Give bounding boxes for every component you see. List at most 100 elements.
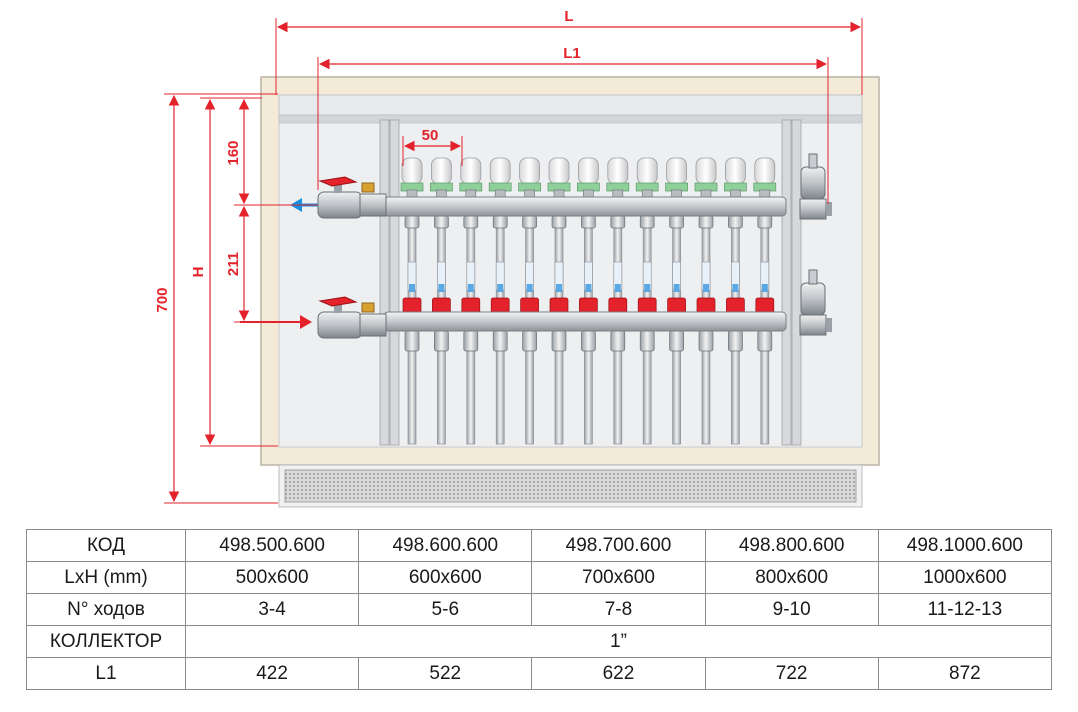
return-collector-bar bbox=[383, 311, 787, 332]
supply-outlet-fitting bbox=[669, 215, 684, 229]
flow-meter-cap bbox=[432, 297, 451, 314]
supply-outlet-fitting bbox=[757, 215, 773, 229]
supply-outlet-fitting bbox=[728, 215, 743, 229]
supply-ball-valve bbox=[317, 176, 387, 219]
dimension-L1: L1 bbox=[317, 45, 829, 204]
mounting-rail-right bbox=[781, 119, 802, 446]
table-cell: 3-4 bbox=[184, 593, 360, 626]
supply-air-vent bbox=[799, 153, 832, 220]
cabinet-ventilation-grille bbox=[284, 469, 857, 503]
flow-meter-cap bbox=[667, 297, 686, 314]
supply-outlet-fitting bbox=[492, 215, 508, 229]
table-cell: 9-10 bbox=[704, 593, 879, 626]
supply-collector-bar bbox=[383, 196, 787, 217]
dimension-H-label: H bbox=[190, 267, 207, 278]
table-cell: 422 bbox=[184, 657, 360, 690]
table-row-l1: L1 422 522 622 722 872 bbox=[26, 657, 1053, 690]
dimension-700-label: 700 bbox=[154, 287, 171, 312]
manifold-cabinet-drawing: L L1 700 H 160 211 50 bbox=[154, 8, 880, 508]
table-cell: 600x600 bbox=[358, 561, 533, 594]
dimension-160-label: 160 bbox=[225, 140, 242, 165]
flow-meter-level bbox=[438, 284, 445, 292]
cabinet-back-panel bbox=[278, 94, 863, 448]
flow-meter-level bbox=[467, 284, 474, 292]
flow-meter-cap bbox=[608, 297, 628, 314]
table-row-code: КОД 498.500.600 498.600.600 498.700.600 … bbox=[26, 529, 1053, 562]
table-cell: 1000x600 bbox=[877, 561, 1053, 594]
supply-outlet-fitting bbox=[581, 215, 596, 229]
thermal-actuator bbox=[754, 157, 776, 185]
table-row-outlets: N° ходов 3-4 5-6 7-8 9-10 11-12-13 bbox=[26, 593, 1053, 626]
flow-meter-level bbox=[614, 284, 621, 292]
thermal-actuator bbox=[430, 157, 452, 185]
thermal-actuator bbox=[725, 157, 746, 185]
flow-meter-level bbox=[673, 284, 680, 292]
return-air-vent bbox=[799, 269, 832, 336]
table-cell: 700x600 bbox=[531, 561, 706, 594]
table-cell: 498.500.600 bbox=[184, 529, 360, 562]
mounting-rail-left bbox=[379, 119, 400, 446]
table-cell: 11-12-13 bbox=[877, 593, 1053, 626]
flow-meter-cap bbox=[579, 297, 598, 314]
dimension-50-label: 50 bbox=[422, 127, 439, 144]
table-cell-label: L1 bbox=[26, 657, 186, 690]
table-cell: 500x600 bbox=[184, 561, 360, 594]
supply-outlet-fitting bbox=[610, 215, 626, 229]
thermal-actuator bbox=[636, 157, 658, 185]
supply-outlet-fitting bbox=[404, 215, 420, 229]
return-outlet-fitting bbox=[757, 330, 773, 352]
return-outlet-fitting bbox=[610, 330, 626, 352]
supply-outlet-fitting bbox=[551, 215, 567, 229]
return-outlet-fitting bbox=[492, 330, 508, 352]
table-cell: 498.700.600 bbox=[531, 529, 706, 562]
dimension-211-label: 211 bbox=[225, 252, 242, 276]
flow-meter-level bbox=[644, 284, 651, 292]
table-cell: 498.600.600 bbox=[358, 529, 533, 562]
return-outlet-fitting bbox=[639, 330, 655, 352]
supply-outlet-fitting bbox=[434, 215, 449, 229]
flow-meter-cap bbox=[696, 297, 716, 314]
return-ball-valve bbox=[317, 296, 387, 339]
dimension-H: H bbox=[190, 97, 278, 447]
return-outlet-fitting bbox=[728, 330, 743, 352]
flow-meter-level bbox=[585, 284, 592, 292]
flow-meter-level bbox=[556, 284, 562, 292]
supply-outlet-fitting bbox=[522, 215, 537, 229]
flow-meter-cap bbox=[755, 297, 775, 314]
dimension-L: L bbox=[275, 8, 863, 95]
flow-meter-cap bbox=[490, 297, 510, 314]
return-outlet-fitting bbox=[581, 330, 596, 352]
thermal-actuator bbox=[401, 157, 423, 185]
return-outlet-fitting bbox=[463, 330, 479, 352]
supply-outlet-fitting bbox=[698, 215, 714, 229]
return-outlet-fitting bbox=[404, 330, 420, 352]
table-row-collector: КОЛЛЕКТОР 1” bbox=[26, 625, 1052, 658]
table-cell: 622 bbox=[531, 657, 706, 690]
thermal-actuator bbox=[695, 157, 717, 185]
table-cell: 7-8 bbox=[531, 593, 706, 626]
flow-meter-level bbox=[703, 284, 709, 292]
flow-meter-level bbox=[497, 284, 504, 292]
dimension-L-label: L bbox=[564, 8, 573, 25]
supply-outlet-fitting bbox=[463, 215, 479, 229]
flow-meter-cap bbox=[461, 297, 481, 314]
thermal-actuator bbox=[578, 157, 599, 185]
table-cell-label: N° ходов bbox=[26, 593, 186, 626]
flow-meter-cap bbox=[549, 297, 569, 314]
supply-outlet-fitting bbox=[639, 215, 655, 229]
thermal-actuator bbox=[519, 157, 540, 185]
flow-meter-cap bbox=[726, 297, 745, 314]
cabinet-top-rail bbox=[278, 94, 863, 116]
flow-meter-level bbox=[761, 284, 768, 292]
return-outlet-fitting bbox=[551, 330, 567, 352]
return-outlet-fitting bbox=[434, 330, 449, 352]
table-cell: 498.800.600 bbox=[704, 529, 879, 562]
table-cell: 800x600 bbox=[704, 561, 879, 594]
flow-meter-level bbox=[526, 284, 533, 292]
flow-meter-cap bbox=[402, 297, 422, 314]
table-cell: 722 bbox=[704, 657, 879, 690]
dimension-211: 211 bbox=[225, 205, 300, 323]
return-outlet-fitting bbox=[522, 330, 537, 352]
table-cell-label: КОД bbox=[26, 529, 186, 562]
thermal-actuator bbox=[666, 157, 687, 185]
